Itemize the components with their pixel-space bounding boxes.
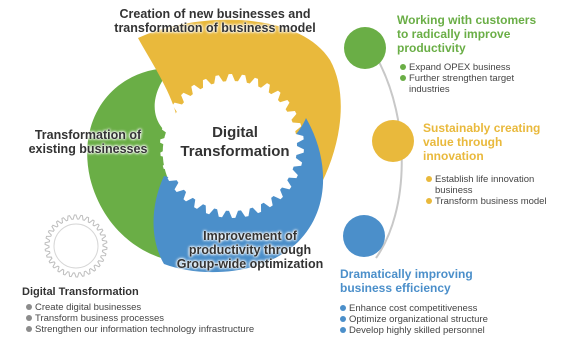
bullet-text: Further strengthen target bbox=[409, 73, 515, 84]
small-gear-outer bbox=[44, 214, 108, 278]
segment-label-left: Transformation of existing businesses bbox=[18, 128, 158, 156]
list-item: Create digital businesses bbox=[26, 302, 316, 313]
center-label-line2: Transformation bbox=[180, 143, 290, 160]
goal-sustainable-title-line3: innovation bbox=[423, 149, 484, 163]
goal-circle-blue bbox=[343, 215, 385, 257]
goal-sustainable-title: Sustainably creating value through innov… bbox=[423, 121, 568, 163]
list-item: Further strengthen target bbox=[400, 73, 565, 84]
goal-sustainable-title-line1: Sustainably creating bbox=[423, 121, 541, 135]
goal-circle-green bbox=[344, 27, 386, 69]
center-label: Digital Transformation bbox=[170, 123, 300, 161]
list-item: Establish life innovation bbox=[426, 174, 571, 185]
bullet-dot-icon bbox=[26, 304, 32, 310]
small-gear-icon bbox=[44, 214, 108, 278]
goal-customers-title-line3: productivity bbox=[397, 41, 466, 55]
goal-efficiency-title-line2: business efficiency bbox=[340, 281, 451, 295]
segment-label-bottom-line1: Improvement of bbox=[203, 229, 297, 243]
bullet-dot-icon bbox=[26, 326, 32, 332]
legend-bullets: Create digital businesses Transform busi… bbox=[26, 302, 316, 335]
goal-sustainable-title-line2: value through bbox=[423, 135, 503, 149]
list-item: Optimize organizational structure bbox=[340, 314, 560, 325]
goal-customers-title-line2: to radically improve bbox=[397, 27, 511, 41]
goal-sustainable-bullets: Establish life innovation business Trans… bbox=[426, 174, 571, 207]
segment-label-bottom: Improvement of productivity through Grou… bbox=[160, 229, 340, 271]
goal-customers-title: Working with customers to radically impr… bbox=[397, 13, 567, 55]
goal-customers-bullets: Expand OPEX business Further strengthen … bbox=[400, 62, 565, 95]
bullet-dot-icon bbox=[400, 75, 406, 81]
connector-arc bbox=[375, 59, 403, 259]
bullet-dot-icon bbox=[426, 198, 432, 204]
segment-label-bottom-line3: Group-wide optimization bbox=[176, 257, 324, 271]
bullet-text: Strengthen our information technology in… bbox=[35, 324, 255, 335]
list-item: Transform business model bbox=[426, 196, 571, 207]
segment-label-left-line2: existing businesses bbox=[28, 142, 148, 156]
list-item: Strengthen our information technology in… bbox=[26, 324, 316, 335]
bullet-dot-icon bbox=[400, 64, 406, 70]
bullet-text: Enhance cost competitiveness bbox=[349, 303, 478, 314]
bullet-text: Transform business processes bbox=[35, 313, 165, 324]
segment-label-left-line1: Transformation of bbox=[34, 128, 142, 142]
bullet-text: Establish life innovation bbox=[435, 174, 535, 185]
bullet-dot-icon bbox=[426, 176, 432, 182]
list-item: Develop highly skilled personnel bbox=[340, 325, 560, 336]
bullet-text: Optimize organizational structure bbox=[349, 314, 488, 325]
bullet-dot-icon bbox=[26, 315, 32, 321]
segment-label-bottom-line2: productivity through bbox=[188, 243, 312, 257]
list-item: industries bbox=[400, 84, 565, 95]
segment-label-top: Creation of new businesses and transform… bbox=[100, 7, 330, 35]
segment-label-top-line2: transformation of business model bbox=[114, 21, 316, 35]
goal-circle-yellow bbox=[372, 120, 414, 162]
bullet-dot-icon bbox=[340, 316, 346, 322]
segment-label-top-line1: Creation of new businesses and bbox=[119, 7, 311, 21]
bullet-text: Develop highly skilled personnel bbox=[349, 325, 485, 336]
goal-customers-title-line1: Working with customers bbox=[397, 13, 537, 27]
list-item: business bbox=[426, 185, 571, 196]
goal-efficiency-bullets: Enhance cost competitiveness Optimize or… bbox=[340, 303, 560, 336]
bullet-text: Transform business model bbox=[435, 196, 547, 207]
center-gear-shape bbox=[160, 74, 304, 218]
center-label-line1: Digital bbox=[212, 124, 258, 141]
center-gear-icon bbox=[160, 74, 304, 218]
bullet-dot-icon bbox=[340, 305, 346, 311]
legend-title: Digital Transformation bbox=[22, 286, 139, 298]
bullet-text: Expand OPEX business bbox=[409, 62, 511, 73]
bullet-text: Create digital businesses bbox=[35, 302, 142, 313]
list-item: Enhance cost competitiveness bbox=[340, 303, 560, 314]
goal-efficiency-title-line1: Dramatically improving bbox=[340, 267, 473, 281]
small-gear-inner bbox=[53, 223, 99, 269]
goal-efficiency-title: Dramatically improving business efficien… bbox=[340, 267, 540, 295]
list-item: Transform business processes bbox=[26, 313, 316, 324]
bullet-dot-icon bbox=[340, 327, 346, 333]
list-item: Expand OPEX business bbox=[400, 62, 565, 73]
bullet-text: business bbox=[435, 185, 473, 196]
bullet-text: industries bbox=[409, 84, 450, 95]
